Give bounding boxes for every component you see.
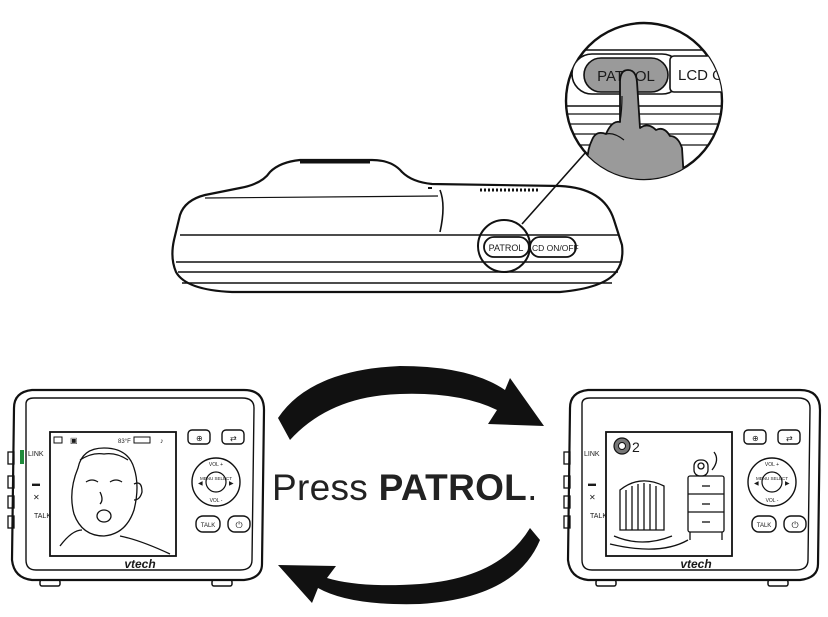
- lullaby-icon: ♪: [160, 438, 164, 445]
- signal-icon: [53, 436, 63, 444]
- menu-select-label: MENU SELECT: [200, 476, 232, 481]
- cycle-arrow-bottom-icon: [278, 528, 540, 605]
- vol-down-label: VOL -: [210, 498, 223, 504]
- talk-button-label-right: TALK: [757, 523, 772, 529]
- monitor-right: LINK ▬ ✕ TALK 2: [563, 388, 822, 587]
- zoom-button-right[interactable]: [743, 429, 767, 445]
- camera-number: 2: [632, 439, 640, 455]
- talk-side-label: TALK: [34, 513, 51, 520]
- menu-select-button[interactable]: [205, 471, 227, 493]
- nursery-scene-image: [609, 451, 725, 550]
- arrow-right-icon: ▶: [229, 481, 234, 487]
- monitor-left: LINK ▬ ✕ TALK ▣ 83°F ♪ ⊕ ⇄ MENU SELECT: [7, 388, 266, 587]
- monitor-left-screen: [49, 431, 177, 557]
- caption-suffix: .: [527, 467, 538, 508]
- menu-select-button-right[interactable]: [761, 471, 783, 493]
- camera-select-button[interactable]: [221, 429, 245, 445]
- vol-up-label: VOL +: [209, 462, 223, 468]
- navigation-dpad[interactable]: [191, 457, 241, 507]
- temperature-readout: 83°F: [118, 439, 131, 445]
- vol-down-label-right: VOL -: [766, 498, 779, 504]
- monitor-top-view: [171, 158, 624, 294]
- speaker-mute-icon: ✕: [33, 493, 40, 502]
- zoom-lcd-label: LCD ON/: [678, 67, 740, 84]
- patrol-button-label: PATROL: [489, 243, 524, 253]
- battery-icon: [133, 436, 151, 444]
- cycle-arrow-top-icon: [278, 366, 544, 440]
- power-button-right[interactable]: [783, 515, 807, 533]
- patrol-button[interactable]: [483, 236, 530, 258]
- lcd-onoff-button[interactable]: [529, 236, 577, 258]
- zoom-icon: ⊕: [196, 434, 203, 443]
- talk-button[interactable]: [195, 515, 221, 533]
- arrow-left-icon-right: ◀: [754, 481, 759, 487]
- power-button[interactable]: [227, 515, 251, 533]
- zoom-connector-line: [521, 151, 587, 225]
- arrow-right-icon-right: ▶: [785, 481, 790, 487]
- pressing-hand-icon: [586, 69, 685, 179]
- talk-button-label: TALK: [201, 523, 216, 529]
- mute-icon: ▬: [32, 479, 40, 488]
- power-icon-right: ⏻: [791, 520, 798, 530]
- talk-side-label-right: TALK: [590, 513, 607, 520]
- link-label: LINK: [28, 451, 44, 458]
- vol-up-label-right: VOL +: [765, 462, 779, 468]
- speaker-mute-icon-right: ✕: [589, 493, 596, 502]
- camera-select-icon: ⇄: [230, 434, 237, 443]
- zoom-button[interactable]: [187, 429, 211, 445]
- mute-icon-right: ▬: [588, 479, 596, 488]
- baby-face-image: [59, 447, 171, 555]
- caption-bold: PATROL: [378, 467, 528, 508]
- top-buttons: PATROL LCD ON/OFF: [477, 219, 579, 273]
- link-label-right: LINK: [584, 451, 600, 458]
- camera-select-button-right[interactable]: [777, 429, 801, 445]
- power-icon: ⏻: [235, 520, 242, 530]
- zoom-icon-right: ⊕: [752, 434, 759, 443]
- zoom-callout: PATROL LCD ON/: [564, 21, 740, 181]
- menu-select-label-right: MENU SELECT: [756, 476, 788, 481]
- lcd-onoff-label: LCD ON/OFF: [527, 243, 578, 253]
- navigation-dpad-right[interactable]: [747, 457, 797, 507]
- camera-select-icon-right: ⇄: [786, 434, 793, 443]
- vtech-logo-right: vtech: [680, 557, 711, 571]
- caption-prefix: Press: [272, 467, 379, 508]
- instruction-caption: Press PATROL.: [272, 467, 572, 509]
- camera-icon: ▣: [70, 436, 78, 445]
- arrow-left-icon: ◀: [198, 481, 203, 487]
- vtech-logo: vtech: [124, 557, 155, 571]
- link-led: [20, 450, 24, 464]
- talk-button-right[interactable]: [751, 515, 777, 533]
